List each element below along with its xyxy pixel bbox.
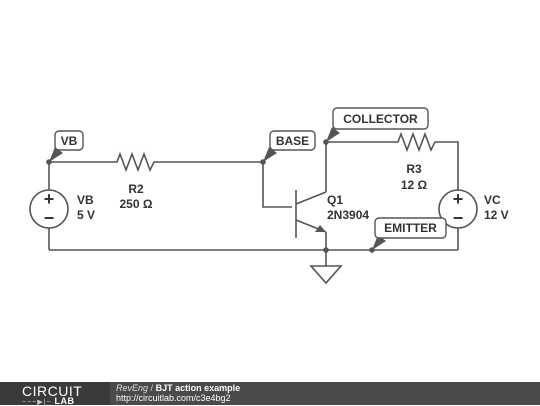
circuit-meta: RevEng / BJT action example http://circu… <box>116 383 240 403</box>
vb-source-symbol <box>29 189 69 229</box>
net-label-collector-pointer <box>326 127 340 142</box>
footer-bar: CIRCUIT ~~~▶|~ LAB RevEng / BJT action e… <box>0 382 540 406</box>
net-label-collector-text: COLLECTOR <box>343 112 418 126</box>
r3-value: 12 Ω <box>401 178 428 192</box>
net-label-base-text: BASE <box>276 134 309 148</box>
logo-top-text: CIRCUIT <box>22 383 83 399</box>
r3-zigzag <box>393 131 437 153</box>
net-label-base-box <box>269 130 316 151</box>
vc-source-plus: + <box>453 189 464 209</box>
vb-source-value: 5 V <box>77 208 95 222</box>
logo-bottom-text: ~~~▶|~ LAB <box>22 396 75 406</box>
net-label-vb: VB <box>49 130 84 162</box>
vc-source-name: VC <box>484 193 501 207</box>
q1-name: Q1 <box>327 193 343 207</box>
net-label-base: BASE <box>263 130 316 162</box>
net-label-emitter: EMITTER <box>372 217 447 250</box>
net-label-vb-pointer <box>49 147 63 162</box>
net-label-emitter-box <box>374 217 447 239</box>
resistor-r2: R2 250 Ω <box>112 151 160 211</box>
vb-source-plus: + <box>44 189 55 209</box>
net-label-emitter-pointer <box>372 235 386 250</box>
r2-zigzag <box>112 151 160 173</box>
vc-source-symbol <box>438 189 478 229</box>
net-label-emitter-text: EMITTER <box>384 221 437 235</box>
schematic-canvas: + − VB 5 V R2 250 Ω Q1 2N3904 R3 12 Ω + … <box>29 107 509 285</box>
vc-source-minus: − <box>453 208 464 228</box>
vb-source: + − VB 5 V <box>29 189 95 229</box>
logo-lab-text: LAB <box>54 396 75 406</box>
r2-value: 250 Ω <box>120 197 153 211</box>
vb-source-name: VB <box>77 193 94 207</box>
transistor-q1: Q1 2N3904 <box>295 190 369 238</box>
author-link[interactable]: RevEng <box>116 383 149 393</box>
node-ground <box>323 247 329 253</box>
wire-collector-up <box>325 141 393 192</box>
title-separator: / <box>150 383 154 393</box>
circuit-url-line: http://circuitlab.com/c3e4bg2 <box>116 393 240 403</box>
vc-source-value: 12 V <box>484 208 509 222</box>
wire-base-down <box>262 162 292 208</box>
net-label-vb-text: VB <box>61 134 78 148</box>
circuit-title-line: RevEng / BJT action example <box>116 383 240 393</box>
circuitlab-logo[interactable]: CIRCUIT ~~~▶|~ LAB <box>0 382 110 406</box>
r2-name: R2 <box>128 182 144 196</box>
net-label-collector: COLLECTOR <box>326 107 429 142</box>
ground-triangle <box>309 265 343 285</box>
q1-collector-leg <box>295 191 327 205</box>
q1-part: 2N3904 <box>327 208 369 222</box>
net-label-base-pointer <box>263 147 277 162</box>
wire-r3-to-vc <box>437 141 459 190</box>
r3-name: R3 <box>406 162 422 176</box>
circuit-url-link[interactable]: http://circuitlab.com/c3e4bg2 <box>116 393 231 403</box>
resistor-r3: R3 12 Ω <box>393 131 437 192</box>
net-label-collector-box <box>332 107 429 130</box>
vc-source: + − VC 12 V <box>438 189 509 229</box>
net-label-vb-box <box>54 130 84 151</box>
ground-symbol <box>309 265 343 285</box>
wires <box>48 141 459 266</box>
circuit-title: BJT action example <box>155 383 241 393</box>
vb-source-minus: − <box>44 208 55 228</box>
q1-emitter-arrow <box>315 225 326 232</box>
